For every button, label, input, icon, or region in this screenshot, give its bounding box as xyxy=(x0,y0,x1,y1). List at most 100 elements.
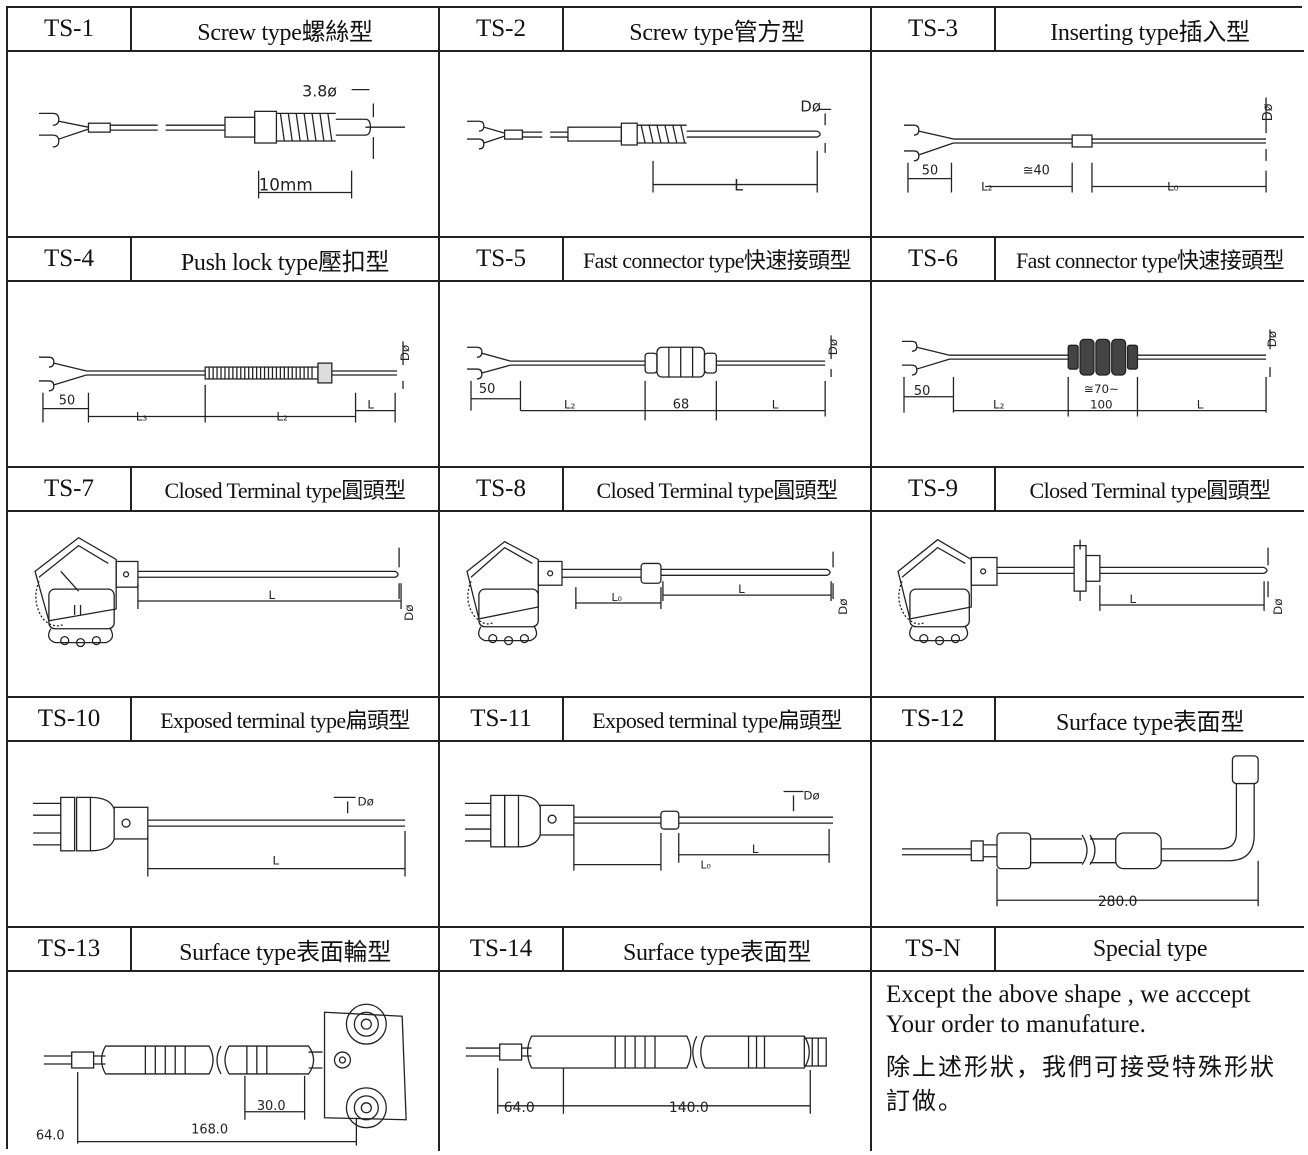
cell-ts-5: TS-5 Fast connector type快速接頭型 Dø 50 L₂ 6… xyxy=(440,238,872,468)
ts-4-dim-l: L xyxy=(367,398,374,412)
ts-4-dim-l2: L₂ xyxy=(276,409,287,423)
cell-header: TS-12 Surface type表面型 xyxy=(872,698,1304,742)
type-name: Closed Terminal type圓頭型 xyxy=(164,478,406,503)
cell-header: TS-3 Inserting type插入型 xyxy=(872,8,1304,52)
type-name: Surface type表面輪型 xyxy=(179,939,391,966)
cell-ts-n: TS-N Special type Except the above shape… xyxy=(872,928,1304,1151)
special-note-chinese: 除上述形狀，我們可接受特殊形狀訂做。 xyxy=(886,1053,1276,1115)
cell-header: TS-13 Surface type表面輪型 xyxy=(8,928,438,972)
type-code: TS-14 xyxy=(440,928,564,970)
cell-header: TS-8 Closed Terminal type圓頭型 xyxy=(440,468,870,512)
type-name: Special type xyxy=(1092,935,1208,962)
type-code: TS-3 xyxy=(872,8,996,50)
ts-10-drawing: Dø L xyxy=(8,742,438,926)
ts-3-dim-50: 50 xyxy=(922,164,938,179)
ts-6-dim-100: 100 xyxy=(1090,398,1113,412)
type-name: Screw type管方型 xyxy=(629,19,805,46)
ts-8-drawing: L₀ L Dø xyxy=(440,512,870,696)
ts-1-drawing: 3.8ø 10mm xyxy=(8,52,438,236)
ts-13-drawing: 64.0 30.0 168.0 xyxy=(8,972,438,1151)
ts-12-drawing: 280.0 xyxy=(872,742,1304,926)
type-name: Exposed terminal type扁頭型 xyxy=(592,708,842,733)
ts-12-dim-280: 280.0 xyxy=(1098,894,1138,910)
ts-6-dim-70: ≅70~ xyxy=(1084,382,1119,396)
ts-13-dim-64: 64.0 xyxy=(36,1129,65,1144)
type-name: Exposed terminal type扁頭型 xyxy=(160,708,410,733)
type-code: TS-12 xyxy=(872,698,996,740)
type-code: TS-7 xyxy=(8,468,132,510)
ts-6-dim-l: L xyxy=(1197,398,1204,412)
ts-3-drawing: Dø 50 ≅40 L₂ L₀ xyxy=(872,52,1304,236)
ts-9-drawing: L Dø xyxy=(872,512,1304,696)
type-name: Push lock type壓扣型 xyxy=(180,249,390,276)
cell-ts-10: TS-10 Exposed terminal type扁頭型 Dø L xyxy=(8,698,440,928)
ts-6-dim-50: 50 xyxy=(914,384,930,399)
ts-5-drawing: Dø 50 L₂ 68 L xyxy=(440,282,870,466)
ts-8-dim-l: L xyxy=(738,582,745,596)
type-name: Fast connector type快速接頭型 xyxy=(583,248,851,273)
cell-header: TS-5 Fast connector type快速接頭型 xyxy=(440,238,870,282)
ts-14-drawing: 64.0 140.0 xyxy=(440,972,870,1151)
ts-3-dim-l2: L₂ xyxy=(981,179,992,193)
ts-7-dim-l: L xyxy=(269,588,276,602)
cell-ts-14: TS-14 Surface type表面型 64.0 140.0 xyxy=(440,928,872,1151)
special-note-english: Except the above shape , we acccept Your… xyxy=(886,981,1251,1038)
ts-11-dim-l: L xyxy=(752,842,759,856)
ts-1-dim-length: 10mm xyxy=(259,174,313,194)
cell-ts-12: TS-12 Surface type表面型 280.0 xyxy=(872,698,1304,928)
type-code: TS-2 xyxy=(440,8,564,50)
cell-header: TS-6 Fast connector type快速接頭型 xyxy=(872,238,1304,282)
cell-ts-7: TS-7 Closed Terminal type圓頭型 L Dø xyxy=(8,468,440,698)
cell-ts-11: TS-11 Exposed terminal type扁頭型 Dø L₀ L xyxy=(440,698,872,928)
ts-4-dim-diameter: Dø xyxy=(398,345,412,361)
ts-6-dim-l2: L₂ xyxy=(993,398,1004,412)
type-code: TS-11 xyxy=(440,698,564,740)
ts-8-dim-diameter: Dø xyxy=(836,598,850,614)
ts-9-dim-l: L xyxy=(1130,592,1137,606)
ts-7-drawing: L Dø xyxy=(8,512,438,696)
ts-5-dim-diameter: Dø xyxy=(826,339,840,355)
type-code: TS-1 xyxy=(8,8,132,50)
type-name: Inserting type插入型 xyxy=(1050,19,1250,46)
ts-13-dim-168: 168.0 xyxy=(191,1123,228,1138)
ts-10-dim-l: L xyxy=(272,854,279,868)
ts-14-dim-140: 140.0 xyxy=(669,1100,709,1116)
cell-ts-2: TS-2 Screw type管方型 Dø L xyxy=(440,8,872,238)
ts-11-dim-l0: L₀ xyxy=(701,859,711,872)
ts-3-dim-l0: L₀ xyxy=(1167,179,1179,193)
type-name: Surface type表面型 xyxy=(1055,709,1245,736)
ts-4-dim-l3: L₃ xyxy=(136,409,148,423)
ts-11-drawing: Dø L₀ L xyxy=(440,742,870,926)
ts-5-dim-l2: L₂ xyxy=(564,398,575,412)
type-name: Surface type表面型 xyxy=(622,939,812,966)
cell-header: TS-4 Push lock type壓扣型 xyxy=(8,238,438,282)
ts-5-dim-50: 50 xyxy=(479,382,495,397)
ts-6-dim-diameter: Dø xyxy=(1265,331,1279,347)
cell-ts-4: TS-4 Push lock type壓扣型 Dø 50 L₃ L₂ L xyxy=(8,238,440,468)
ts-13-dim-30: 30.0 xyxy=(257,1099,286,1114)
cell-ts-9: TS-9 Closed Terminal type圓頭型 L xyxy=(872,468,1304,698)
cell-header: TS-14 Surface type表面型 xyxy=(440,928,870,972)
type-code: TS-N xyxy=(872,928,996,970)
cell-header: TS-7 Closed Terminal type圓頭型 xyxy=(8,468,438,512)
type-code: TS-8 xyxy=(440,468,564,510)
type-code: TS-10 xyxy=(8,698,132,740)
sensor-type-grid: TS-1 Screw type螺絲型 3.8ø 10mm xyxy=(6,6,1304,1151)
cell-ts-13: TS-13 Surface type表面輪型 64.0 xyxy=(8,928,440,1151)
ts-10-dim-diameter: Dø xyxy=(358,794,374,808)
ts-2-drawing: Dø L xyxy=(440,52,870,236)
cell-ts-3: TS-3 Inserting type插入型 Dø 50 ≅40 L₂ L₀ xyxy=(872,8,1304,238)
ts-5-dim-68: 68 xyxy=(673,398,689,413)
cell-header: TS-9 Closed Terminal type圓頭型 xyxy=(872,468,1304,512)
ts-4-dim-50: 50 xyxy=(59,394,75,409)
ts-14-dim-64: 64.0 xyxy=(504,1100,535,1116)
cell-header: TS-2 Screw type管方型 xyxy=(440,8,870,52)
ts-5-dim-l: L xyxy=(772,398,779,412)
ts-8-dim-l0: L₀ xyxy=(611,591,621,604)
type-code: TS-4 xyxy=(8,238,132,280)
ts-9-dim-diameter: Dø xyxy=(1271,598,1285,614)
ts-7-dim-diameter: Dø xyxy=(402,604,416,620)
ts-2-dim-length: L xyxy=(734,175,743,194)
ts-3-dim-diameter: Dø xyxy=(1261,103,1276,121)
cell-header: TS-10 Exposed terminal type扁頭型 xyxy=(8,698,438,742)
